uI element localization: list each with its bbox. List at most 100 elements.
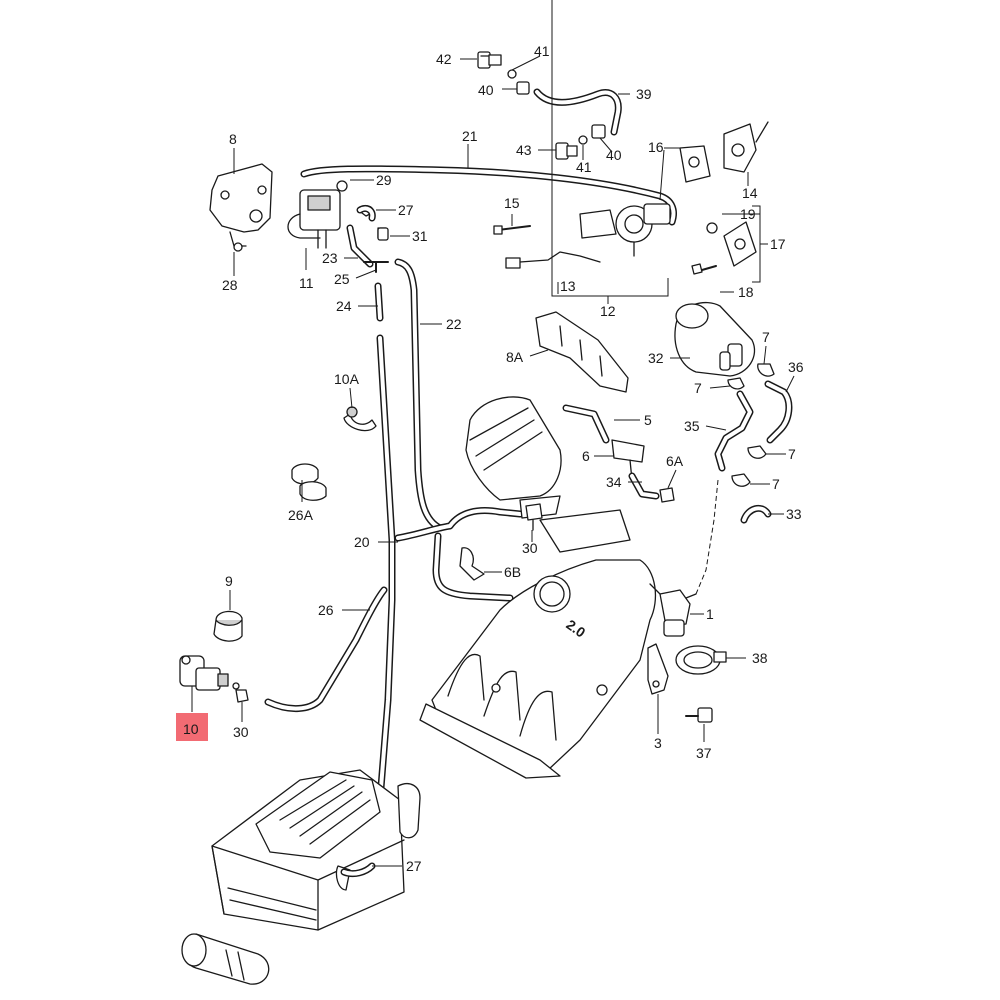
label-24: 24	[336, 298, 352, 314]
label-15: 15	[504, 195, 520, 211]
clamp-9	[213, 610, 243, 642]
ring-41b	[578, 135, 588, 145]
clamps-7	[727, 363, 775, 487]
label-6b: 6B	[504, 564, 521, 580]
hose-33	[740, 504, 772, 524]
intake-manifold: 2.0	[419, 396, 657, 779]
label-22: 22	[446, 316, 462, 332]
hose-manifold-link	[394, 507, 524, 602]
nut-40b	[591, 124, 606, 139]
label-9: 9	[225, 573, 233, 589]
gasket-17	[723, 221, 757, 267]
clamp-26a	[291, 463, 327, 501]
label-3: 3	[654, 735, 662, 751]
label-26a: 26A	[288, 507, 314, 523]
hose-39	[533, 88, 622, 136]
hose-27	[340, 204, 376, 878]
label-7-b: 7	[694, 380, 702, 396]
gasket-16	[679, 145, 711, 183]
label-40-b: 40	[606, 147, 622, 163]
canister-32	[674, 301, 756, 377]
label-12: 12	[600, 303, 616, 319]
label-10-highlighted: 10	[183, 721, 199, 737]
label-42: 42	[436, 51, 452, 67]
clip-6a	[659, 487, 675, 503]
label-32: 32	[648, 350, 664, 366]
hose-23-24	[346, 224, 389, 322]
label-33: 33	[786, 506, 802, 522]
label-30-b: 30	[233, 724, 249, 740]
nut-40	[516, 81, 530, 95]
label-28: 28	[222, 277, 238, 293]
label-25: 25	[334, 271, 350, 287]
label-13: 13	[560, 278, 576, 294]
label-27-b: 27	[406, 858, 422, 874]
label-30: 30	[522, 540, 538, 556]
clamp-38	[675, 645, 727, 675]
hose-34	[628, 472, 660, 500]
label-11: 11	[299, 275, 314, 291]
label-8: 8	[229, 131, 237, 147]
label-41: 41	[534, 43, 550, 59]
fitting-43	[555, 142, 578, 160]
valve-12-assembly	[493, 203, 671, 269]
pipe-5	[562, 404, 610, 444]
hose-26	[264, 586, 388, 712]
label-26: 26	[318, 602, 334, 618]
label-40: 40	[478, 82, 494, 98]
bolt-18	[691, 263, 717, 275]
label-29: 29	[376, 172, 392, 188]
label-21: 21	[462, 128, 478, 144]
label-34: 34	[606, 474, 622, 490]
ring-19	[706, 222, 718, 234]
label-39: 39	[636, 86, 652, 102]
valve-1	[649, 583, 697, 637]
label-38: 38	[752, 650, 768, 666]
label-5: 5	[644, 412, 652, 428]
bracket-3	[647, 643, 669, 695]
label-35: 35	[684, 418, 700, 434]
bracket-8a	[535, 311, 629, 393]
label-18: 18	[738, 284, 754, 300]
clamp-30	[525, 503, 543, 531]
valve-10	[179, 655, 249, 703]
bolt-37	[685, 707, 713, 723]
label-6a: 6A	[666, 453, 684, 469]
label-19: 19	[740, 206, 756, 222]
label-8a: 8A	[506, 349, 524, 365]
label-17: 17	[770, 236, 786, 252]
label-10a: 10A	[334, 371, 360, 387]
hose-36	[764, 380, 793, 444]
label-16: 16	[648, 139, 664, 155]
label-7-d: 7	[772, 476, 780, 492]
label-1: 1	[706, 606, 714, 622]
line-21	[300, 165, 677, 226]
hose-35	[714, 390, 754, 472]
bracket-8	[209, 163, 273, 252]
label-41-b: 41	[576, 159, 592, 175]
fitting-6	[611, 439, 645, 481]
clamp-10a	[343, 406, 377, 432]
label-43: 43	[516, 142, 532, 158]
ring-41	[507, 69, 517, 79]
label-7: 7	[762, 329, 770, 345]
label-36: 36	[788, 359, 804, 375]
label-20: 20	[354, 534, 370, 550]
plug-31	[377, 227, 389, 241]
highlight-box-10	[176, 713, 208, 741]
part-labels: 42 41 40 39 43 41 40 8 21 29 27 3 1 23 25…	[183, 43, 804, 874]
hose-22	[394, 258, 444, 532]
label-37: 37	[696, 745, 712, 761]
label-23: 23	[322, 250, 338, 266]
clamp-6b	[459, 547, 485, 581]
flange-14	[723, 121, 769, 173]
air-filter-box	[181, 769, 421, 985]
leader-lines	[191, 0, 795, 867]
fitting-42	[477, 51, 502, 69]
label-6: 6	[582, 448, 590, 464]
label-27: 27	[398, 202, 414, 218]
label-7-c: 7	[788, 446, 796, 462]
dashed-connection	[695, 479, 719, 595]
